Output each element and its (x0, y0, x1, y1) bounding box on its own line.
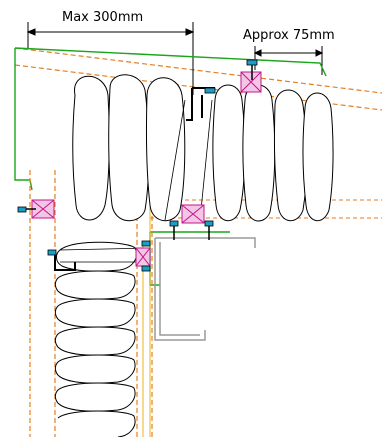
roof-bracket (186, 87, 215, 121)
dimension-max-300 (26, 22, 195, 95)
wall-cladding (29, 170, 153, 437)
bracket-strut (59, 99, 213, 263)
packer-wall-bracket (135, 247, 151, 267)
wall-liner (142, 200, 151, 437)
packer-eaves (181, 204, 205, 224)
packer-roof-top (240, 71, 262, 93)
dimension-approx-75 (253, 46, 324, 75)
wall-bracket (54, 252, 76, 271)
cladding-rail (154, 237, 256, 341)
wall-insulation (54, 241, 137, 437)
max-spacing-label: Max 300mm (62, 10, 144, 25)
approx-overlap-label: Approx 75mm (243, 28, 335, 43)
screw-fixing-icon (17, 59, 258, 272)
roof-insulation (72, 74, 334, 222)
